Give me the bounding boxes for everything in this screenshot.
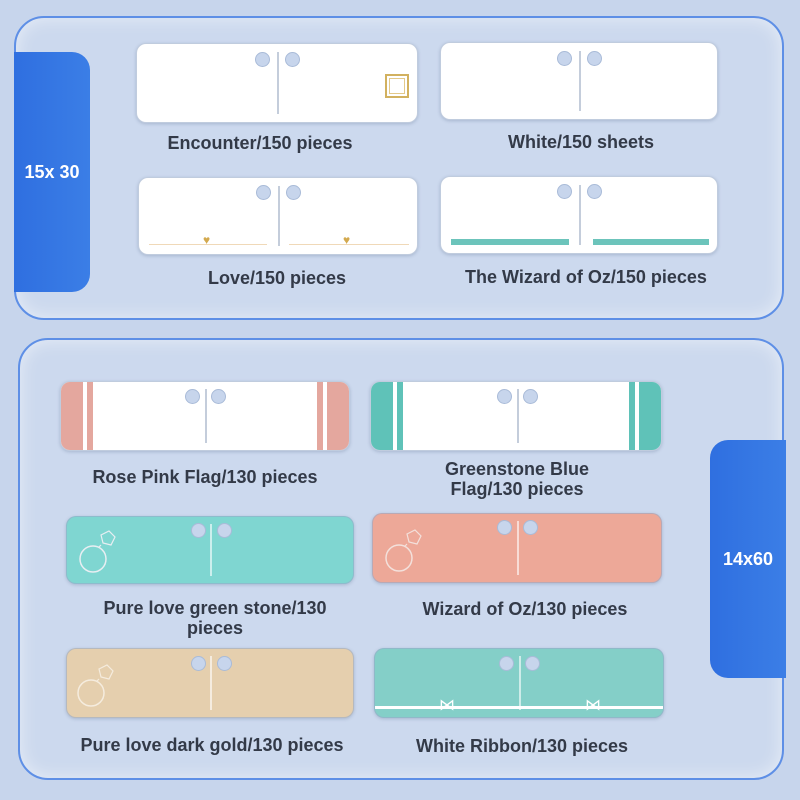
tag-label-wizard-of-oz-150: The Wizard of Oz/150 pieces: [465, 267, 707, 287]
tag-greenstone-blue-flag[interactable]: [370, 381, 662, 451]
tag-label-pure-love-dark-gold: Pure love dark gold/130 pieces: [80, 735, 344, 755]
tag-label-greenstone-blue-flag: Greenstone Blue Flag/130 pieces: [444, 459, 590, 499]
tag-wizard-of-oz-130[interactable]: [372, 513, 662, 583]
ring-icon: [385, 529, 422, 572]
bow-icon: ⋈: [585, 697, 601, 714]
tag-wizard-of-oz-150[interactable]: [440, 176, 718, 254]
tag-pure-love-dark-gold[interactable]: [66, 648, 354, 718]
tag-rose-pink-flag[interactable]: [60, 381, 350, 451]
heart-icon: ♥: [343, 233, 351, 247]
heart-icon: ♥: [203, 233, 211, 247]
bow-icon: ⋈: [439, 697, 455, 714]
tag-white[interactable]: [440, 42, 718, 120]
ring-icon: [77, 664, 114, 707]
tag-label-white: White/150 sheets: [507, 132, 655, 152]
gold-square-icon: [385, 74, 409, 98]
tag-pure-love-green-stone[interactable]: [66, 516, 354, 584]
tag-label-white-ribbon: White Ribbon/130 pieces: [415, 736, 629, 756]
tag-label-love: Love/150 pieces: [207, 268, 347, 288]
tag-white-ribbon[interactable]: ⋈ ⋈: [374, 648, 664, 718]
ring-icon: [79, 530, 116, 573]
tag-label-wizard-of-oz-130: Wizard of Oz/130 pieces: [422, 599, 628, 619]
tag-encounter[interactable]: [136, 43, 418, 123]
tag-label-rose-pink-flag: Rose Pink Flag/130 pieces: [92, 467, 318, 487]
tag-label-pure-love-green-stone: Pure love green stone/130 pieces: [103, 598, 327, 638]
tag-love[interactable]: ♥ ♥: [138, 177, 418, 255]
size-tab-14x60: 14x60: [710, 440, 786, 678]
size-tab-15x30: 15x 30: [14, 52, 90, 292]
tag-label-encounter: Encounter/150 pieces: [167, 133, 353, 153]
